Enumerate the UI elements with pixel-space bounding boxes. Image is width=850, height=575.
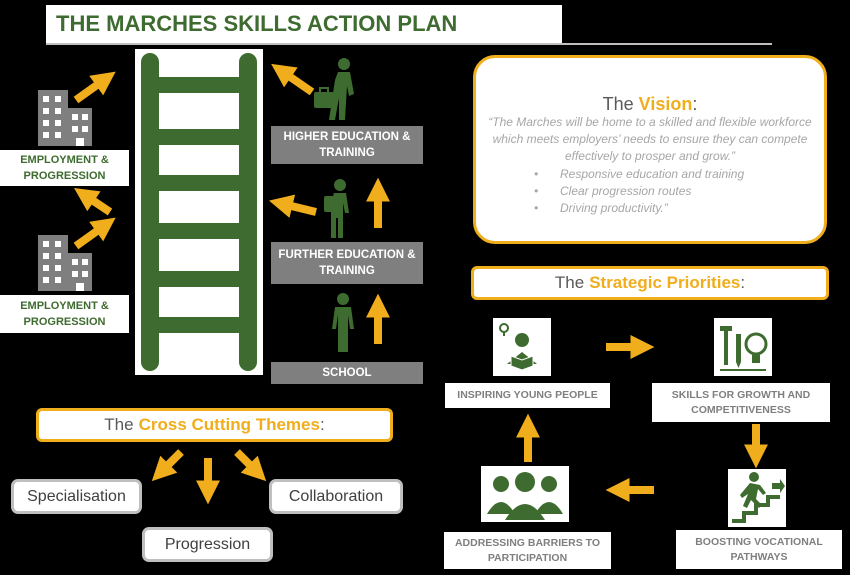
group-people-icon (481, 466, 569, 522)
vision-heading: The Vision: (602, 94, 698, 114)
further-education-label: FURTHER EDUCATION & TRAINING (271, 242, 423, 284)
vision-box: The Vision: “The Marches will be home to… (473, 55, 827, 244)
arrow-icon (151, 449, 184, 482)
ladder-icon (135, 49, 263, 375)
person-backpack-icon (324, 179, 349, 238)
barriers-label: ADDRESSING BARRIERS TO PARTICIPATION (444, 532, 611, 569)
tools-bulb-icon (714, 318, 772, 376)
vision-bullet: Clear progression routes (534, 183, 744, 200)
higher-education-label: HIGHER EDUCATION & TRAINING (271, 126, 423, 164)
title-rule (46, 43, 772, 45)
strategic-heading: The Strategic Priorities: (471, 266, 829, 300)
skills-label: SKILLS FOR GROWTH AND COMPETITIVENESS (652, 383, 830, 422)
person-standing-icon (332, 293, 354, 352)
vision-bullets: Responsive education and training Clear … (534, 166, 744, 217)
vision-bullet: Driving productivity.” (534, 200, 744, 217)
person-briefcase-icon (314, 58, 354, 120)
vocational-label: BOOSTING VOCATIONAL PATHWAYS (676, 530, 842, 569)
inspiring-label: INSPIRING YOUNG PEOPLE (445, 383, 610, 408)
arrow-icon (74, 188, 113, 216)
theme-collaboration: Collaboration (269, 479, 403, 514)
title-box: THE MARCHES SKILLS ACTION PLAN (46, 5, 562, 43)
vision-quote: “The Marches will be home to a skilled a… (488, 115, 812, 163)
building-icon (38, 235, 92, 291)
arrow-icon (73, 217, 116, 250)
employment-label-top: EMPLOYMENT & PROGRESSION (0, 150, 129, 186)
vision-bullet: Responsive education and training (534, 166, 744, 183)
theme-specialisation: Specialisation (11, 479, 142, 514)
page-title: THE MARCHES SKILLS ACTION PLAN (56, 11, 458, 36)
building-icon (38, 90, 92, 146)
arrow-icon (73, 71, 116, 104)
themes-heading: The Cross Cutting Themes: (36, 408, 393, 442)
employment-label-bottom: EMPLOYMENT & PROGRESSION (0, 295, 129, 333)
school-label: SCHOOL (271, 362, 423, 384)
arrow-icon (234, 449, 267, 482)
arrow-icon (271, 63, 315, 96)
theme-progression: Progression (142, 527, 273, 562)
climbing-stairs-icon (728, 469, 786, 527)
idea-reading-icon (493, 318, 551, 376)
arrow-icon (269, 194, 317, 218)
